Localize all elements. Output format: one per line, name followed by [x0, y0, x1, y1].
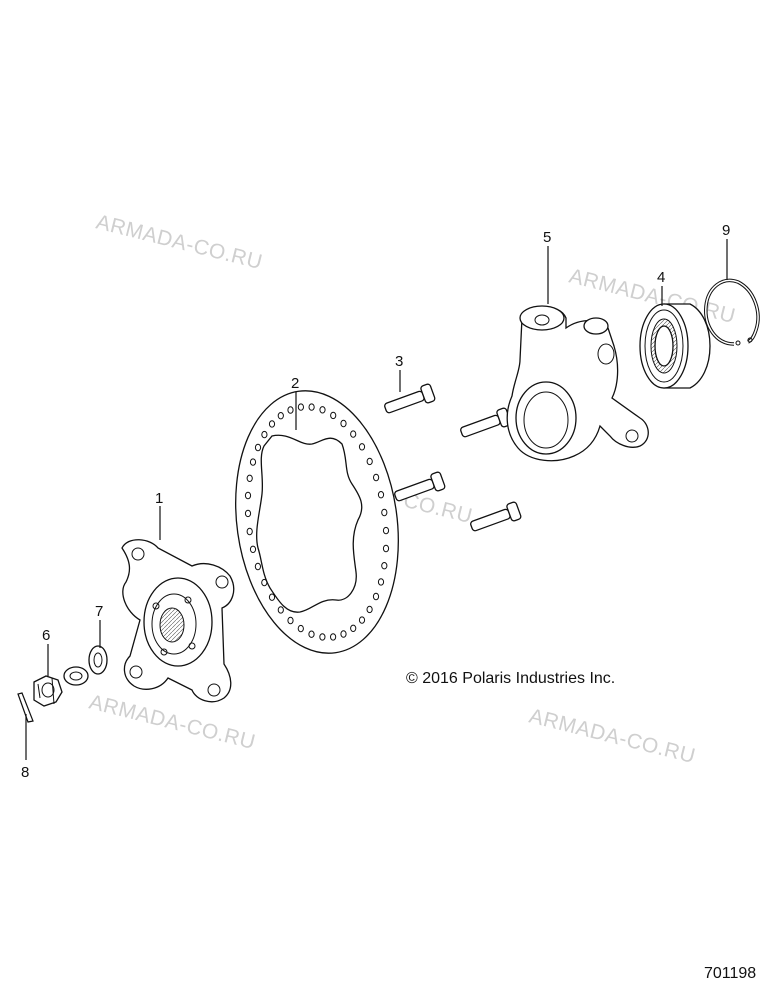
disc-hole [382, 526, 390, 535]
callout-6: 6 [42, 627, 50, 644]
snap-ring [704, 278, 760, 346]
disc-hole [382, 544, 390, 553]
disc-hole [268, 593, 276, 601]
disc-hole [350, 430, 357, 438]
disc-hole [246, 474, 253, 482]
disc-hole [373, 473, 380, 482]
disc-hole [249, 545, 257, 553]
disc-hole [277, 412, 284, 420]
disc-holes [244, 403, 390, 641]
disc-hole [377, 578, 385, 586]
disc-hole [244, 491, 252, 500]
disc-hole [330, 411, 337, 420]
disc-hole [358, 616, 366, 624]
brake-disc [235, 390, 399, 654]
disc-hole [277, 606, 284, 614]
callout-7: 7 [95, 603, 103, 620]
watermark-bottom-right: ARMADA-CO.RU [527, 705, 698, 769]
watermark-bottom-left: ARMADA-CO.RU [87, 691, 258, 755]
callouts: 1 2 3 4 5 6 7 8 9 [21, 222, 730, 781]
disc-hole [381, 508, 388, 517]
callout-4: 4 [657, 269, 665, 286]
disc-hole [254, 443, 262, 452]
disc-hole [319, 633, 326, 641]
disc-hole [261, 578, 268, 587]
disc-hole [268, 420, 276, 428]
disc-hole [350, 624, 357, 632]
wheel-bearing [639, 303, 711, 389]
leader-lines [25, 239, 728, 760]
disc-hole [308, 403, 315, 411]
wheel-hub [121, 539, 235, 703]
disc-hole [358, 443, 366, 451]
disc-hole [366, 457, 373, 466]
steering-knuckle [506, 305, 649, 462]
disc-hole [377, 491, 385, 499]
disc-hole [366, 605, 373, 614]
disc-hole [319, 406, 326, 414]
washer [63, 645, 108, 686]
disc-hole [261, 430, 268, 439]
copyright-notice: © 2016 Polaris Industries Inc. [406, 670, 615, 687]
callout-8: 8 [21, 764, 29, 781]
castle-nut [33, 675, 63, 707]
disc-hole [254, 562, 261, 571]
disc-hole [372, 592, 380, 601]
disc-hole [287, 616, 294, 625]
disc-hole [287, 406, 294, 414]
disc-hole [308, 630, 315, 638]
watermark-top-left: ARMADA-CO.RU [94, 211, 265, 275]
callout-2: 2 [291, 375, 299, 392]
disc-hole [246, 527, 253, 536]
callout-9: 9 [722, 222, 730, 239]
disc-hole [381, 562, 388, 570]
disc-hole [249, 458, 257, 466]
disc-hole [297, 624, 304, 633]
callout-1: 1 [155, 490, 163, 507]
callout-5: 5 [543, 229, 551, 246]
disc-hole [297, 403, 304, 411]
figure-number: 701198 [704, 965, 756, 982]
cotter-pin [17, 692, 34, 723]
disc-hole [244, 509, 252, 518]
callout-3: 3 [395, 353, 403, 370]
disc-hole [330, 633, 337, 641]
disc-hole [340, 419, 347, 428]
disc-hole [340, 630, 347, 638]
